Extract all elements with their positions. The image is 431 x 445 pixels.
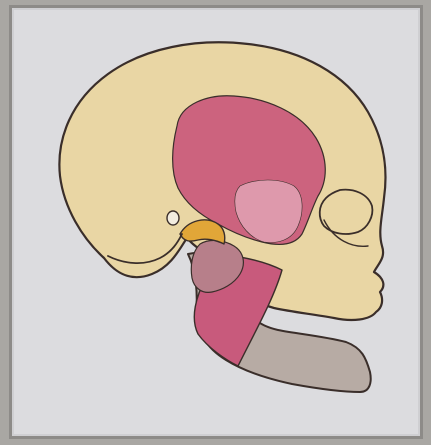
mandibular-condyle xyxy=(167,211,179,225)
illustration-panel xyxy=(12,8,420,436)
tmj-anatomy-illustration xyxy=(12,8,420,436)
